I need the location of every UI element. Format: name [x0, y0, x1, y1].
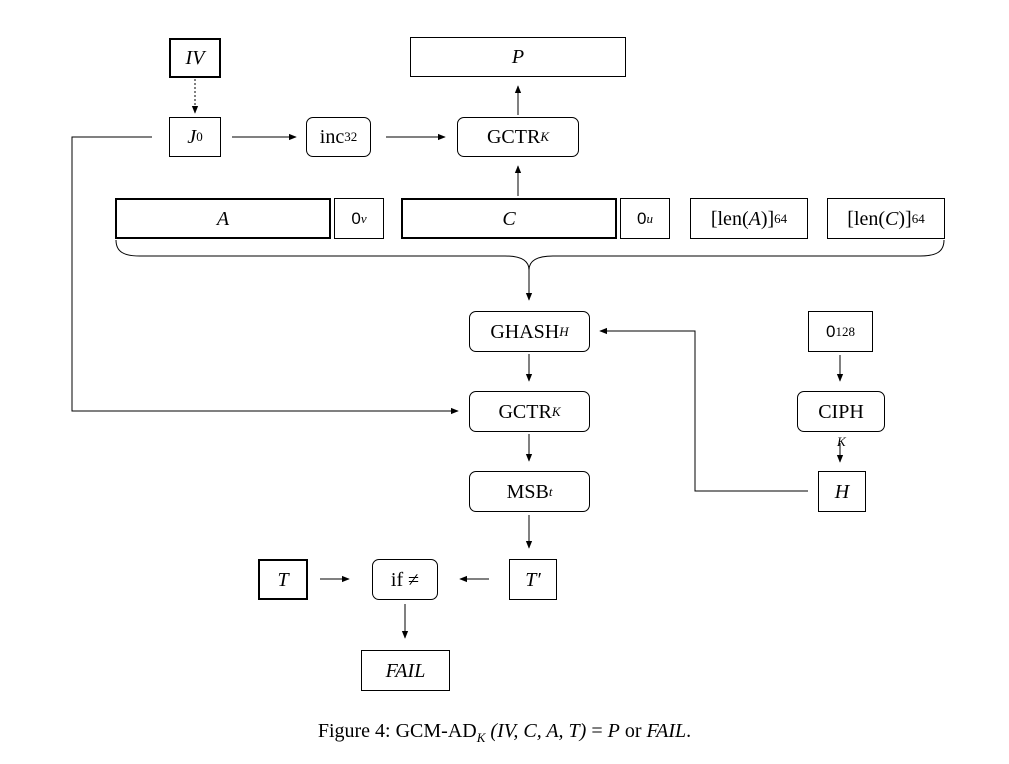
- brace-hash-inputs: [115, 239, 945, 271]
- len-a-var: A: [748, 207, 761, 230]
- ciph-key-label: K: [837, 434, 846, 449]
- inc32-label: inc: [319, 126, 345, 148]
- line-j0-to-gctr-mid: [71, 136, 459, 415]
- t-prime-box: T′: [509, 559, 557, 600]
- p-box: P: [410, 37, 626, 77]
- pad-u-label: 0: [637, 209, 647, 228]
- zero128-label: 0: [826, 322, 836, 341]
- t-prime-label: T′: [525, 568, 541, 591]
- msb-label: MSB: [506, 480, 549, 503]
- j0-label: J: [187, 126, 197, 148]
- len-a-box: [len(A)]64: [690, 198, 808, 239]
- caption-subscript: K: [476, 730, 486, 745]
- caption-args: (IV, C, A, T): [490, 720, 587, 742]
- iv-box: IV: [169, 38, 221, 78]
- len-a-open: [len(: [710, 207, 749, 230]
- caption-period: .: [686, 720, 692, 742]
- a-box: A: [115, 198, 331, 239]
- gctr-mid-label: GCTR: [498, 400, 552, 423]
- gctr-top-label: GCTR: [486, 126, 541, 148]
- c-label: C: [502, 207, 516, 230]
- if-neq-label: if ≠: [390, 568, 420, 591]
- t-label: T: [277, 568, 289, 591]
- c-box: C: [401, 198, 617, 239]
- ciph-box: CIPH: [797, 391, 885, 432]
- t-box: T: [258, 559, 308, 600]
- fail-box: FAIL: [361, 650, 450, 691]
- caption-result-fail: FAIL: [646, 720, 687, 742]
- a-label: A: [216, 207, 230, 230]
- len-c-open: [len(: [847, 207, 886, 230]
- figure-caption: Figure 4: GCM-ADK (IV, C, A, T) = P or F…: [0, 720, 1009, 745]
- line-h-to-ghash: [599, 327, 808, 492]
- if-neq-box: if ≠: [372, 559, 438, 600]
- ghash-label: GHASH: [490, 320, 560, 343]
- fail-label: FAIL: [385, 659, 426, 682]
- len-a-close: )]: [760, 207, 775, 230]
- caption-prefix: Figure 4: GCM-AD: [317, 720, 477, 742]
- iv-label: IV: [185, 47, 205, 69]
- caption-or: or: [619, 720, 647, 742]
- len-c-close: )]: [898, 207, 912, 230]
- p-label: P: [511, 46, 525, 68]
- h-box: H: [818, 471, 866, 512]
- pad-v-label: 0: [351, 209, 361, 228]
- ciph-label: CIPH: [818, 400, 864, 423]
- len-c-var: C: [885, 207, 899, 230]
- len-c-box: [len(C)]64: [827, 198, 945, 239]
- caption-result-p: P: [607, 720, 620, 742]
- h-label: H: [834, 480, 850, 503]
- caption-equals: =: [586, 720, 608, 742]
